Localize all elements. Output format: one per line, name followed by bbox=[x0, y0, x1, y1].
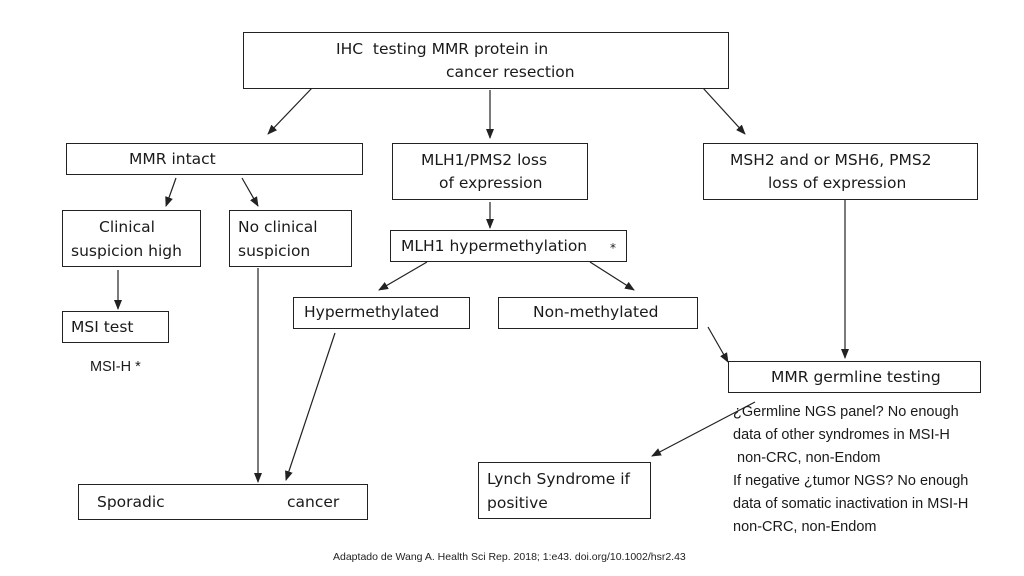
clinical-suspicion-high-box: Clinical suspicion high bbox=[62, 210, 201, 267]
arrow-ihc-to-intact bbox=[267, 87, 313, 135]
msh2-loss-line2: loss of expression bbox=[768, 174, 907, 192]
msi-h-note: MSI-H * bbox=[90, 359, 141, 375]
lynch-line2: positive bbox=[487, 494, 548, 512]
mlh1-hypermethylation-box: MLH1 hypermethylation * bbox=[390, 230, 627, 262]
no-clinical-line1: No clinical bbox=[238, 218, 318, 236]
clinical-high-line2: suspicion high bbox=[71, 242, 182, 260]
msi-test-label: MSI test bbox=[71, 318, 134, 336]
no-clinical-suspicion-box: No clinical suspicion bbox=[229, 210, 352, 267]
germline-note-line: data of other syndromes in MSI-H bbox=[733, 427, 950, 443]
source-caption: Adaptado de Wang A. Health Sci Rep. 2018… bbox=[333, 551, 686, 563]
sporadic-left: Sporadic bbox=[97, 493, 165, 511]
non-methylated-box: Non-methylated bbox=[498, 297, 698, 329]
arrow-germline-to-lynch bbox=[651, 401, 756, 457]
hypermethylated-box: Hypermethylated bbox=[293, 297, 470, 329]
msi-test-box: MSI test bbox=[62, 311, 169, 343]
sporadic-right: cancer bbox=[287, 493, 340, 511]
clinical-high-line1: Clinical bbox=[99, 218, 155, 236]
ihc-line2: cancer resection bbox=[446, 63, 575, 81]
arrow-nonmethylated-to-germline bbox=[707, 326, 729, 363]
sporadic-cancer-box: Sporadic cancer bbox=[78, 484, 368, 520]
mlh1-loss-box: MLH1/PMS2 loss of expression bbox=[392, 143, 588, 200]
lynch-syndrome-box: Lynch Syndrome if positive bbox=[478, 462, 651, 519]
mmr-intact-box: MMR intact bbox=[66, 143, 363, 175]
ihc-line1: IHC testing MMR protein in bbox=[336, 40, 549, 58]
mlh1-hyper-asterisk: * bbox=[610, 241, 616, 255]
arrow-ihc-to-msh2 bbox=[702, 87, 746, 135]
mmr-germline-testing-box: MMR germline testing bbox=[728, 361, 981, 393]
ihc-testing-box: IHC testing MMR protein in cancer resect… bbox=[243, 32, 729, 89]
msh2-loss-line1: MSH2 and or MSH6, PMS2 bbox=[730, 151, 932, 169]
lynch-line1: Lynch Syndrome if bbox=[487, 470, 630, 488]
germline-note-line: non-CRC, non-Endom bbox=[733, 450, 881, 466]
germline-note-line: If negative ¿tumor NGS? No enough bbox=[733, 473, 969, 489]
no-clinical-line2: suspicion bbox=[238, 242, 311, 260]
arrow-hypermethylated-to-sporadic bbox=[285, 332, 336, 481]
mlh1-hyper-label: MLH1 hypermethylation bbox=[401, 237, 588, 255]
non-methylated-label: Non-methylated bbox=[533, 303, 659, 321]
germline-note-line: non-CRC, non-Endom bbox=[733, 519, 877, 535]
mmr-intact-label: MMR intact bbox=[129, 150, 216, 168]
germline-note-line: data of somatic inactivation in MSI-H bbox=[733, 496, 969, 512]
arrow-hyper-to-hypermethylated bbox=[378, 261, 428, 291]
germline-label: MMR germline testing bbox=[771, 368, 941, 386]
msh2-loss-box: MSH2 and or MSH6, PMS2 loss of expressio… bbox=[703, 143, 978, 200]
mlh1-loss-line2: of expression bbox=[439, 174, 543, 192]
mlh1-loss-line1: MLH1/PMS2 loss bbox=[421, 151, 548, 169]
germline-note-line: ¿Germline NGS panel? No enough bbox=[733, 404, 959, 420]
arrow-hyper-to-nonmethylated bbox=[589, 261, 635, 291]
arrow-intact-to-noclinical bbox=[241, 177, 259, 207]
germline-note: ¿Germline NGS panel? No enough data of o… bbox=[733, 401, 968, 539]
hypermethylated-label: Hypermethylated bbox=[304, 303, 440, 321]
arrow-intact-to-clinical bbox=[165, 177, 177, 207]
